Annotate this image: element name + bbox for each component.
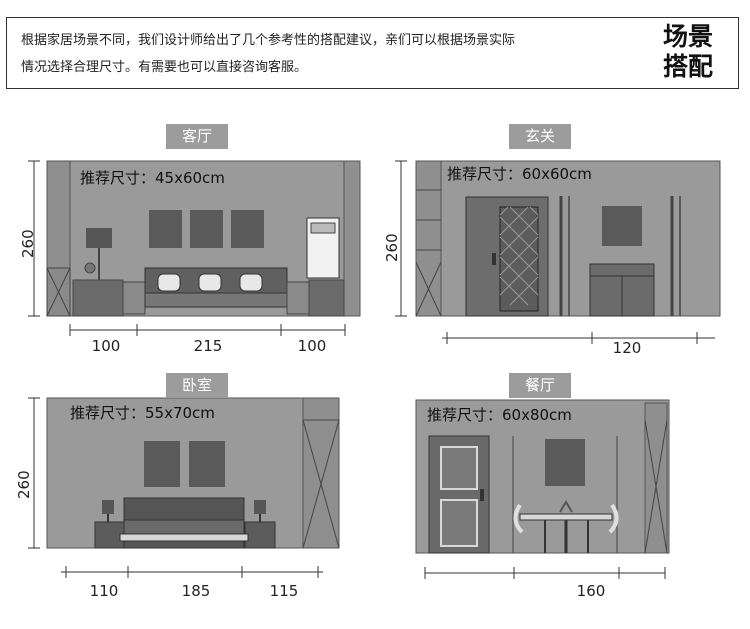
dining-painting	[545, 439, 585, 486]
dining-tag: 餐厅	[509, 373, 571, 398]
entrance-width: 120	[612, 339, 642, 357]
title-line-2: 搭配	[662, 52, 713, 81]
living-painting-3	[231, 210, 264, 248]
living-room-illustration	[28, 160, 361, 336]
bedroom-width-3: 115	[269, 582, 299, 600]
living-room-recommend: 推荐尺寸：45x60cm	[80, 169, 225, 187]
cushion-3	[239, 273, 263, 292]
dining-pillar	[644, 402, 668, 554]
living-room-height: 260	[19, 229, 37, 258]
bed-sheet	[119, 533, 249, 542]
bedroom-width-2: 185	[181, 582, 211, 600]
dining-illustration	[415, 399, 670, 579]
entrance-illustration	[395, 160, 721, 344]
header-box: 根据家居场景不同，我们设计师给出了几个参考性的搭配建议，亲们可以根据场景实际 情…	[6, 17, 739, 89]
living-room-right-pillar	[343, 160, 361, 317]
right-nightstand	[244, 521, 276, 549]
entrance-wall	[415, 160, 721, 317]
header-description: 根据家居场景不同，我们设计师给出了几个参考性的搭配建议，亲们可以根据场景实际 情…	[21, 27, 641, 81]
bedroom-painting-2	[189, 441, 225, 487]
bedroom-wardrobe	[302, 397, 340, 549]
bedroom-recommend: 推荐尺寸：55x70cm	[70, 404, 215, 422]
entrance-height: 260	[383, 233, 401, 262]
floor-lamp-shade	[86, 228, 112, 248]
bedroom-width-1: 110	[89, 582, 119, 600]
bedroom-painting-1	[144, 441, 180, 487]
living-painting-2	[190, 210, 223, 248]
bedroom-illustration	[28, 397, 340, 578]
left-sofa-section	[72, 279, 124, 317]
entrance-tag: 玄关	[509, 124, 571, 149]
living-width-3: 100	[297, 337, 327, 355]
dining-table-top	[519, 513, 613, 521]
header-title: 场景 搭配	[652, 22, 724, 82]
entrance-painting	[602, 206, 642, 246]
right-end-table	[286, 281, 310, 315]
cushion-1	[157, 273, 181, 292]
entrance-shelf	[415, 160, 442, 317]
living-room-tag: 客厅	[166, 124, 228, 149]
dining-recommend: 推荐尺寸：60x80cm	[427, 406, 572, 424]
bedroom-tag: 卧室	[166, 373, 228, 398]
right-sofa-section	[308, 279, 345, 317]
description-line-1: 根据家居场景不同，我们设计师给出了几个参考性的搭配建议，亲们可以根据场景实际	[21, 33, 516, 48]
sofa-seat	[144, 292, 288, 308]
bedroom-height: 260	[15, 470, 33, 499]
living-width-1: 100	[91, 337, 121, 355]
left-end-table	[122, 281, 146, 315]
cushion-2	[198, 273, 222, 292]
living-width-2: 215	[193, 337, 223, 355]
entrance-door-glass	[499, 206, 539, 312]
description-line-2: 情况选择合理尺寸。有需要也可以直接咨询客服。	[21, 60, 308, 75]
dining-width: 160	[576, 582, 606, 600]
living-painting-1	[149, 210, 182, 248]
title-line-1: 场景	[662, 22, 713, 51]
entrance-recommend: 推荐尺寸：60x60cm	[447, 165, 592, 183]
